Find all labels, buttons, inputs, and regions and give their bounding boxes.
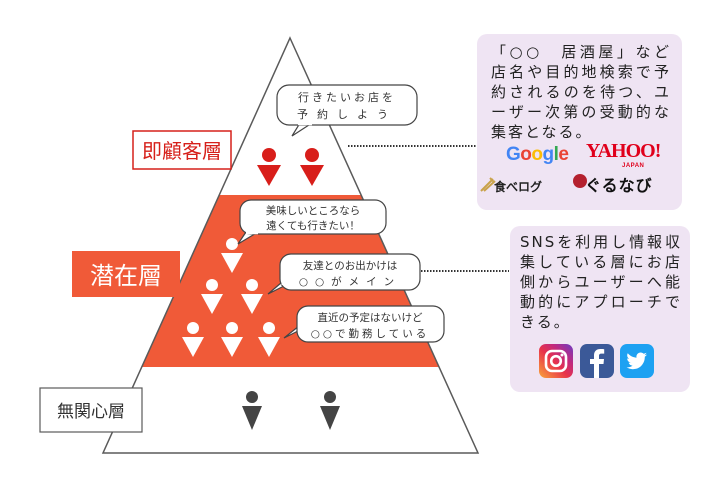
person-icon xyxy=(221,322,243,357)
instagram-icon xyxy=(539,344,573,378)
speech-bubble-2: 美味しいところなら 遠くても行きたい！ xyxy=(237,199,387,245)
bubble-3-line-1: 友達とのお出かけは xyxy=(303,259,397,272)
top-layer-label: 即顧客層 xyxy=(142,139,222,163)
yahoo-logo: YAHOO! xyxy=(586,140,661,162)
yahoo-japan-label: JAPAN xyxy=(622,163,645,169)
bubble-1-line-1: 行きたいお店を xyxy=(298,90,396,104)
facebook-icon xyxy=(580,344,614,378)
speech-bubble-4: 直近の予定はないけど ○○で勤務している xyxy=(283,305,445,343)
tabelog-icon xyxy=(480,177,496,192)
bottom-layer-fill xyxy=(103,367,478,453)
person-icon xyxy=(300,148,324,186)
speech-bubble-1: 行きたいお店を 予約しよう xyxy=(276,84,418,137)
google-logo: Google xyxy=(506,144,569,166)
bottom-layer-label: 無関心層 xyxy=(57,402,125,422)
middle-layer-label-box xyxy=(72,251,180,297)
person-icon xyxy=(257,148,281,186)
person-icon xyxy=(201,279,223,314)
person-icon xyxy=(320,391,340,430)
bottom-layer-label-box xyxy=(39,387,143,433)
tabelog-logo: 食べログ xyxy=(494,180,543,194)
gurunavi-logo: ぐるなび xyxy=(585,178,653,195)
twitter-icon xyxy=(620,344,654,378)
pyramid-outline xyxy=(101,36,480,454)
bubble-4-line-1: 直近の予定はないけど xyxy=(318,311,423,324)
google-letter: o xyxy=(531,144,543,165)
gurunavi-mark-icon xyxy=(573,174,587,188)
person-icon xyxy=(258,322,280,357)
speech-bubble-3: 友達とのお出かけは ○○がメイン xyxy=(267,253,421,295)
google-letter: e xyxy=(558,144,569,165)
person-icon xyxy=(182,322,204,357)
bubble-3-line-2: ○○がメイン xyxy=(299,275,401,288)
google-letter: g xyxy=(542,144,555,165)
person-icon xyxy=(241,279,263,314)
potential-customer-description: SNSを利用し情報収集している層にお店側からユーザーへ能動的にアプローチできる。 xyxy=(520,233,682,331)
google-letter: G xyxy=(506,144,521,165)
bubble-1-line-2: 予約しよう xyxy=(297,107,397,121)
middle-layer-label: 潜在層 xyxy=(90,262,162,290)
top-layer-label-box xyxy=(132,130,232,170)
person-icon xyxy=(221,238,243,273)
bubble-2-line-2: 遠くても行きたい！ xyxy=(266,219,360,232)
bubble-4-line-2: ○○で勤務している xyxy=(311,327,430,340)
direct-customer-description: 「○○ 居酒屋」など店名や目的地検索で予約されるのを待つ、ユーザー次第の受動的な… xyxy=(491,43,671,141)
bubble-2-line-1: 美味しいところなら xyxy=(266,204,361,217)
person-icon xyxy=(242,391,262,430)
google-letter: o xyxy=(520,144,532,165)
google-letter: l xyxy=(553,144,559,165)
